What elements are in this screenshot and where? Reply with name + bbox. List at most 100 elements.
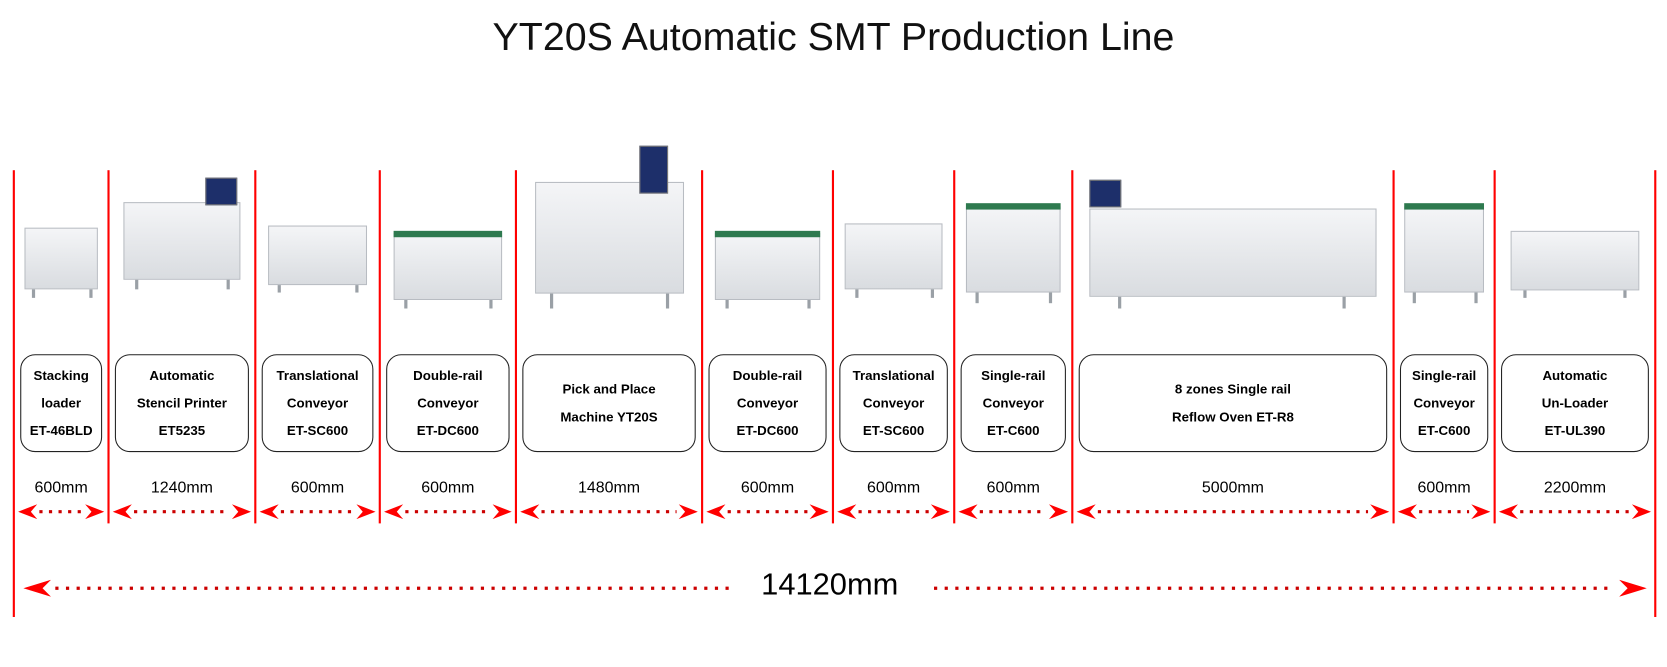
total-length-arrow [23, 579, 1647, 597]
segment-length-label: 1480mm [577, 478, 641, 497]
machine-label-line: Single-rail [1411, 368, 1477, 383]
machine-leg [1474, 292, 1478, 304]
segment-length-arrow [520, 504, 698, 520]
machine-label-line: Conveyor [862, 395, 925, 411]
machine-body [845, 223, 943, 290]
segment-divider-line [831, 170, 835, 524]
segment-length-label: 600mm [986, 478, 1040, 497]
segment-divider-line [701, 170, 704, 524]
machine-image [715, 200, 820, 309]
machine-leg [975, 292, 979, 304]
machine-label-line: Double-rail [732, 368, 803, 383]
segment-length-label: 600mm [866, 478, 921, 497]
machine-leg [854, 289, 858, 298]
segment-divider-line [514, 170, 518, 524]
segment-length-arrow [384, 504, 512, 520]
segment-length-arrow [706, 504, 829, 520]
machine-screen [1089, 179, 1122, 207]
segment-length-arrow [112, 504, 252, 520]
machine-leg [807, 299, 811, 309]
machine-label-line: ET-UL390 [1544, 423, 1606, 439]
machine-label-line: Single-rail [981, 368, 1046, 383]
segment-length-arrow [259, 504, 376, 520]
machine-label-line: Translational [276, 368, 359, 383]
machine-label-line: Double-rail [413, 368, 483, 383]
machine-body [393, 232, 503, 300]
machine-leg [1118, 296, 1122, 309]
machine-leg [404, 299, 408, 309]
segment-length-label: 600mm [34, 478, 88, 497]
machine-image [966, 165, 1061, 304]
segment-length-arrow [1397, 504, 1491, 520]
segment-divider-line [254, 170, 257, 524]
machine-label-line: Automatic [1542, 368, 1608, 383]
machine-body [715, 232, 820, 300]
machine-label-line: Conveyor [286, 395, 349, 411]
machine-leg [489, 299, 493, 309]
conveyor-belt [966, 203, 1061, 210]
machine-leg [930, 289, 934, 298]
machine-body [1404, 206, 1485, 293]
machine-leg [226, 279, 230, 290]
machine-leg [89, 289, 93, 298]
machine-label-line: 8 zones Single rail [1174, 381, 1291, 397]
segment-length-label: 5000mm [1201, 478, 1264, 497]
segment-divider-line [953, 170, 956, 524]
machine-screen [205, 177, 238, 205]
segment-length-arrow [1498, 504, 1652, 520]
machine-body [1089, 207, 1377, 297]
machine-leg [1049, 292, 1053, 304]
machine-label-line: ET-C600 [1417, 423, 1471, 439]
segment-length-label: 600mm [1417, 478, 1471, 497]
machine-leg [1523, 290, 1527, 298]
machine-label-line: Stencil Printer [136, 395, 227, 411]
machine-label-line: ET-SC600 [286, 423, 349, 439]
segment-divider-line [107, 170, 110, 524]
machine-body [534, 181, 684, 295]
machine-leg [1342, 296, 1346, 309]
segment-divider-line [378, 170, 381, 524]
machine-label-line: Un-Loader [1541, 395, 1609, 411]
machine-image [123, 165, 241, 290]
machine-label-line: ET-C600 [987, 423, 1040, 439]
machine-leg [355, 284, 359, 293]
machine-leg [277, 284, 281, 293]
left-boundary-line [12, 170, 15, 618]
machine-label-line: Stacking [33, 368, 89, 383]
segment-divider-line [1392, 170, 1395, 524]
segment-length-arrow [958, 504, 1069, 520]
segment-length-label: 2200mm [1543, 478, 1606, 497]
machine-image [267, 197, 368, 293]
segment-length-arrow [18, 504, 105, 520]
machine-image [24, 197, 98, 298]
conveyor-belt [715, 230, 820, 237]
machine-label-line: ET-DC600 [416, 423, 479, 439]
machine-label-line: Automatic [149, 368, 215, 383]
machine-image [1089, 165, 1377, 309]
machine-leg [1623, 290, 1627, 298]
conveyor-belt [1404, 203, 1485, 210]
machine-body [966, 206, 1061, 293]
machine-label-line: Conveyor [982, 395, 1044, 411]
machine-body [267, 225, 368, 285]
machine-body [1510, 230, 1640, 291]
machine-image [845, 191, 943, 298]
conveyor-belt [393, 230, 503, 237]
machine-label-line: ET-SC600 [862, 423, 925, 439]
segment-length-label: 600mm [290, 478, 345, 497]
machine-leg [665, 294, 669, 309]
machine-label-line: Conveyor [417, 395, 479, 411]
segment-length-arrow [837, 504, 950, 520]
segment-length-label: 600mm [740, 478, 795, 497]
machine-label-line: Reflow Oven ET-R8 [1171, 409, 1294, 425]
machine-image [534, 128, 684, 309]
segment-divider-line [1071, 170, 1074, 524]
